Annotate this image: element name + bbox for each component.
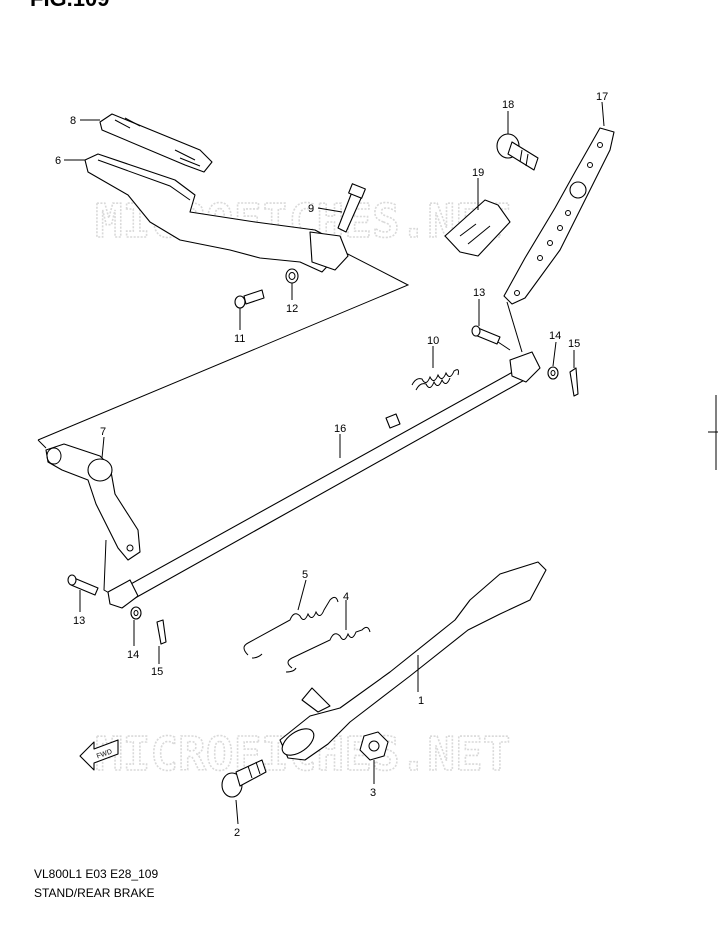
part-17-brake-lever <box>503 127 615 305</box>
callout-labels: 1 2 3 4 5 6 7 8 9 10 11 12 13 13 14 14 1… <box>55 91 608 839</box>
part-1-side-stand <box>279 561 547 761</box>
figure-code: VL800L1 E03 E28_109 <box>34 867 159 881</box>
leader-lines <box>64 101 605 825</box>
callout-14-upper: 14 <box>549 330 561 342</box>
assembly-guide-lines <box>37 249 523 599</box>
part-19-cover <box>444 199 511 257</box>
callout-17: 17 <box>596 91 608 103</box>
part-10-spring <box>411 369 459 391</box>
callout-4: 4 <box>343 591 349 603</box>
part-13-pin-upper <box>471 325 501 345</box>
callout-13-lower: 13 <box>73 615 85 627</box>
part-14-washer-lower <box>130 606 142 620</box>
callout-10: 10 <box>427 335 439 347</box>
callout-3: 3 <box>370 787 376 799</box>
callout-13-upper: 13 <box>473 287 485 299</box>
part-3-nut <box>359 731 389 761</box>
callout-8: 8 <box>70 115 76 127</box>
part-15-cotter-pin-lower <box>156 619 167 645</box>
part-13-pin-lower <box>67 574 99 596</box>
scan-edge-marks <box>708 395 718 470</box>
figure-title: FIG.109 <box>30 0 109 12</box>
callout-5: 5 <box>302 569 308 581</box>
part-14-washer-upper <box>547 366 559 380</box>
callout-19: 19 <box>472 167 484 179</box>
callout-16: 16 <box>334 423 346 435</box>
part-2-pivot-bolt <box>221 759 267 798</box>
part-4-spring <box>285 626 371 673</box>
callout-15-lower: 15 <box>151 666 163 678</box>
callout-6: 6 <box>55 155 61 167</box>
callout-14-lower: 14 <box>127 649 139 661</box>
part-8-pedal-rubber <box>99 113 213 173</box>
part-6-brake-pedal <box>84 153 349 273</box>
callout-11: 11 <box>234 333 245 345</box>
callout-12: 12 <box>286 303 298 315</box>
part-12-collar <box>285 268 299 284</box>
part-9-bolt <box>337 183 366 233</box>
figure-caption: STAND/REAR BRAKE <box>34 886 155 900</box>
callout-9: 9 <box>308 203 314 215</box>
part-16-brake-rod <box>107 351 541 609</box>
callout-7: 7 <box>100 426 106 438</box>
part-11-bolt <box>234 289 265 309</box>
fwd-direction-marker: FWD <box>79 739 119 771</box>
part-15-cotter-pin-upper <box>569 367 579 397</box>
part-7-brake-shaft-lever <box>45 443 141 561</box>
callout-15-upper: 15 <box>568 338 580 350</box>
callout-1: 1 <box>418 695 424 707</box>
part-18-pivot-bolt <box>496 133 539 171</box>
part-5-spring <box>243 596 339 659</box>
callout-2: 2 <box>234 827 240 839</box>
callout-18: 18 <box>502 99 514 111</box>
